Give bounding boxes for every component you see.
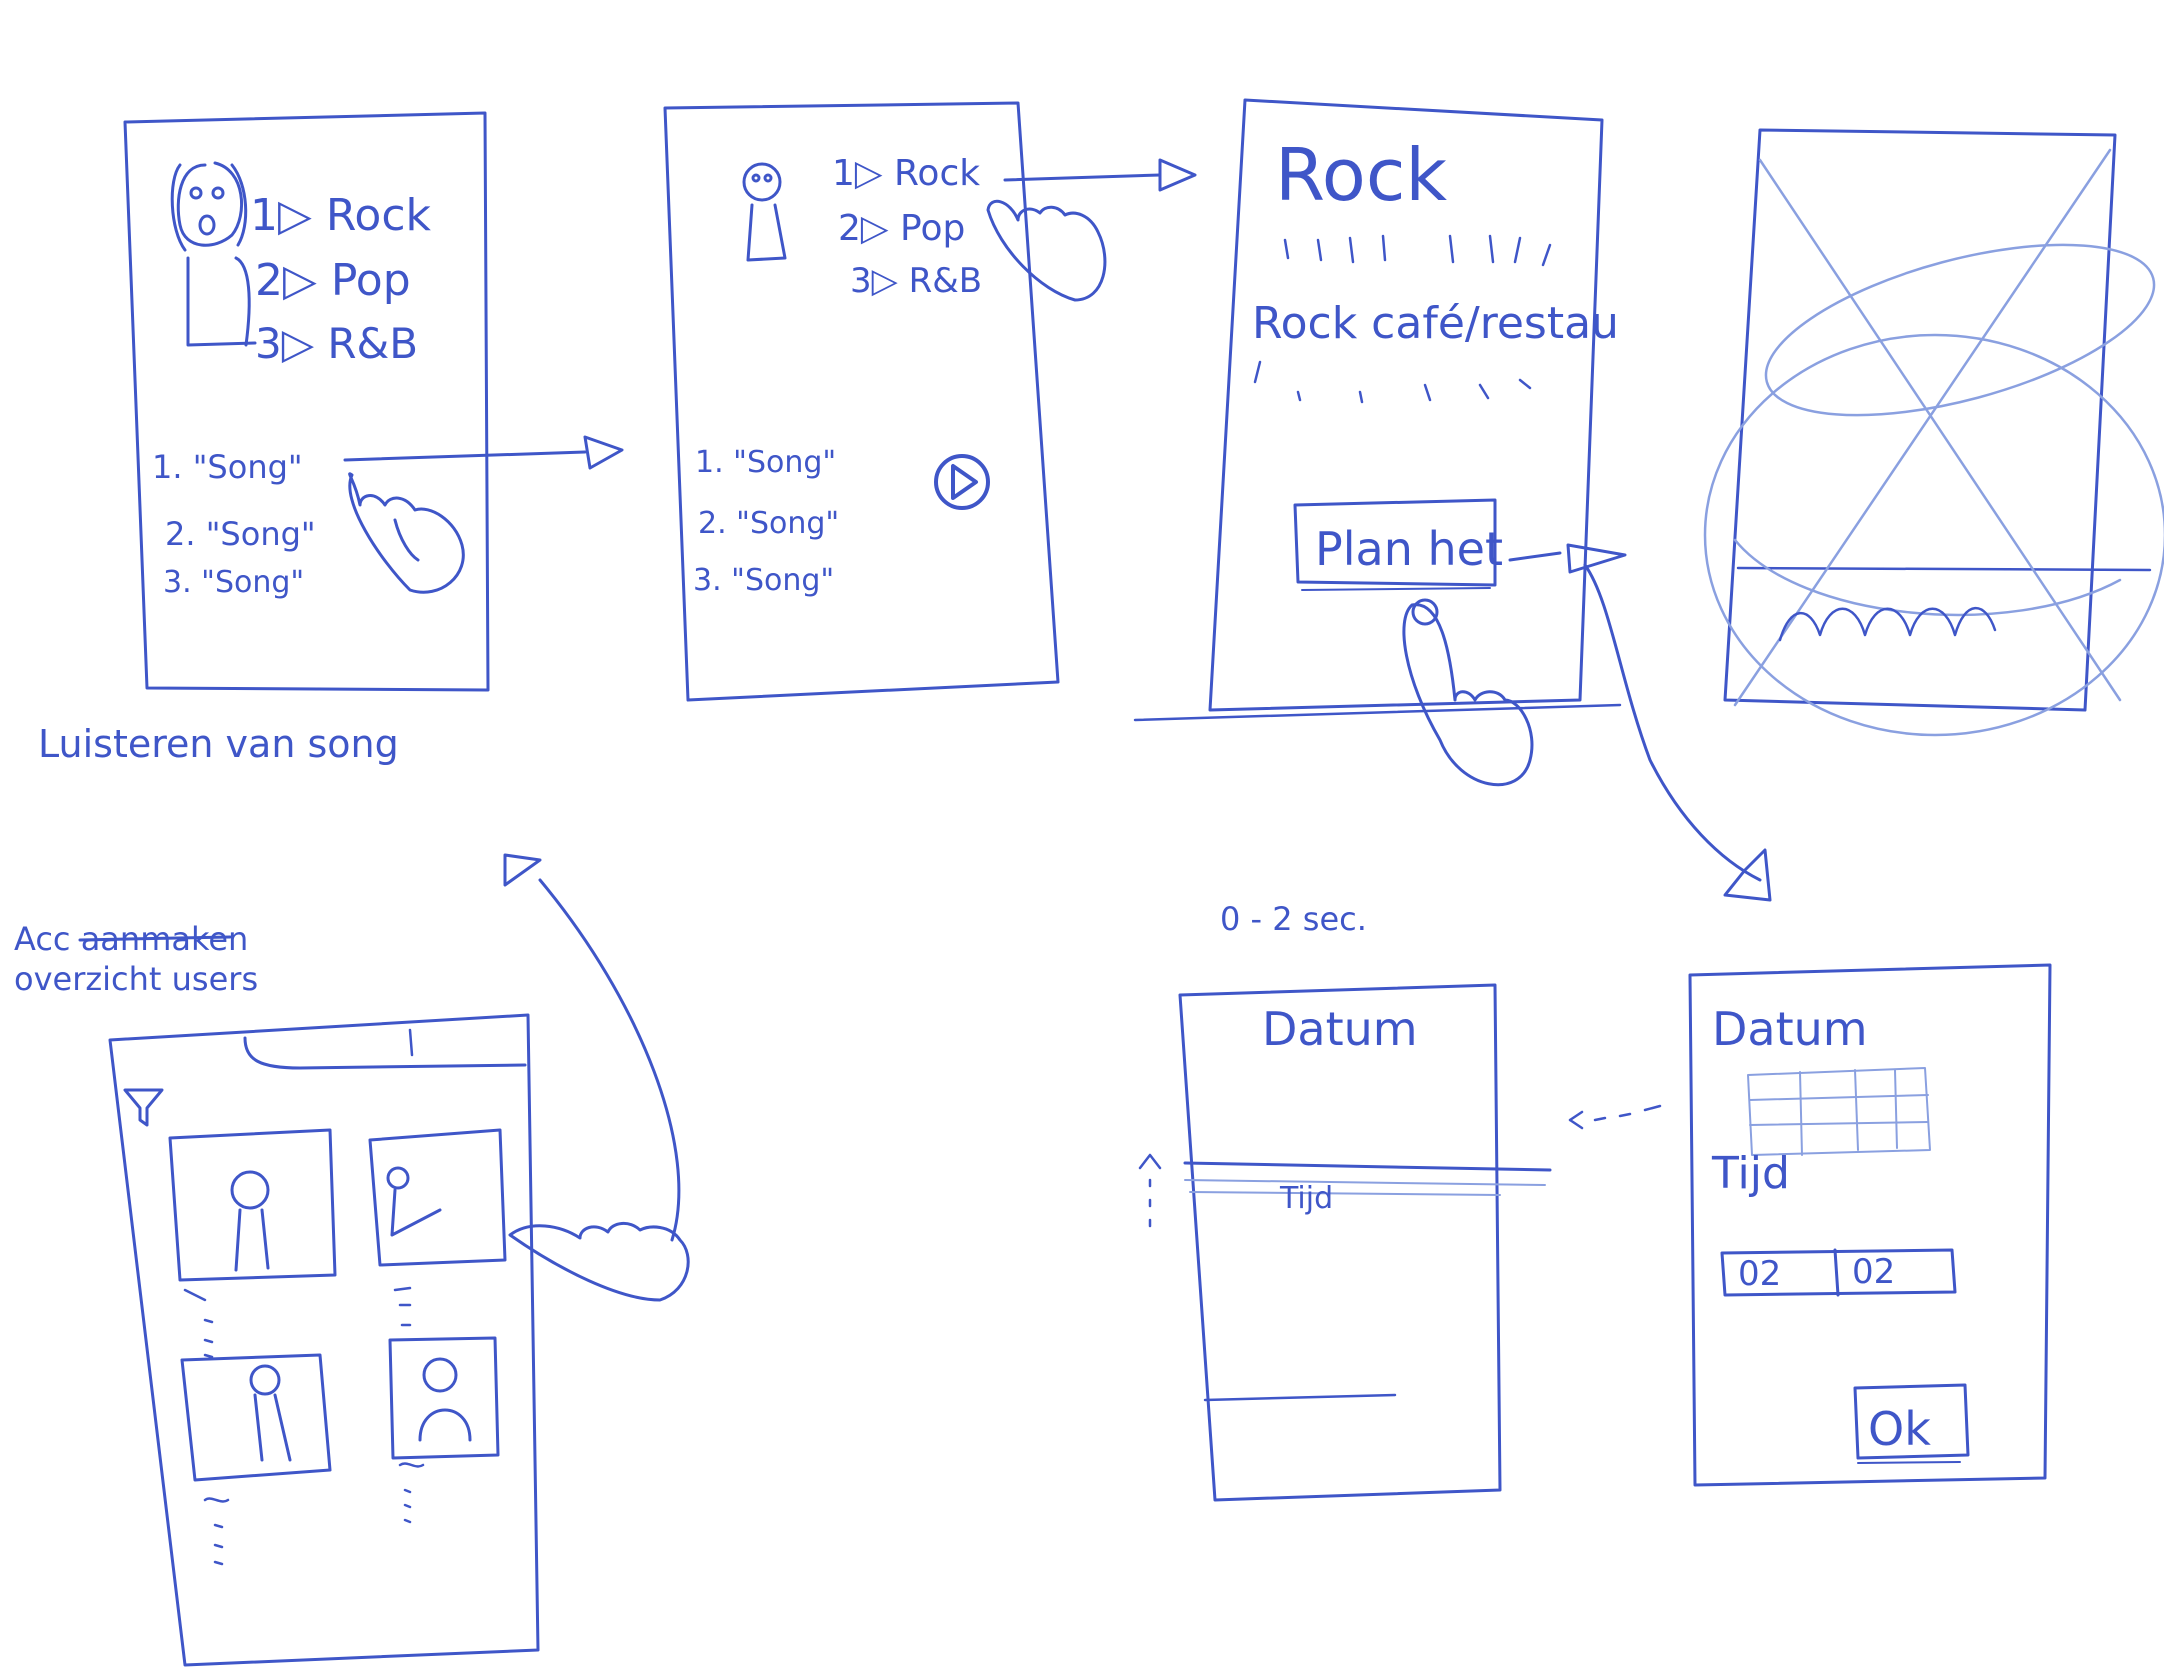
song-item-2[interactable]: 2. "Song" — [165, 515, 316, 553]
ok-button-label: Ok — [1868, 1402, 1931, 1456]
filter-icon[interactable] — [123, 1088, 164, 1127]
screen-1-frame — [123, 111, 490, 692]
genre-rnb-2[interactable]: 3▷ R&B — [850, 261, 982, 301]
genre-pop[interactable]: 2▷ Pop — [255, 255, 411, 306]
scroll-up-icon — [1138, 1153, 1162, 1228]
song-item-2-s2[interactable]: 2. "Song" — [698, 506, 839, 541]
avatar-icon — [170, 161, 257, 347]
plan-button[interactable]: Plan het — [1293, 498, 1503, 591]
screen-2-frame — [663, 101, 1060, 702]
user-card-3[interactable] — [180, 1353, 332, 1482]
time-input-group[interactable]: 02 02 — [1720, 1248, 1957, 1297]
decorative-ticks-bottom — [1253, 360, 1532, 404]
decorative-ticks-top — [1283, 234, 1552, 267]
user-card-4[interactable] — [388, 1336, 500, 1460]
acc-strike — [78, 935, 232, 942]
date-scroll-field: Tijd — [1279, 1181, 1333, 1216]
screen-2: 1▷ Rock 2▷ Pop 3▷ R&B 1. "Song" 2. "Song… — [663, 101, 1197, 702]
screen-date-scroll: Datum Tijd — [1138, 983, 1662, 1502]
plan-button-label: Plan het — [1315, 522, 1503, 576]
floor-line — [1133, 703, 1622, 722]
screen-users-frame — [108, 1013, 540, 1667]
song-item-3[interactable]: 3. "Song" — [163, 565, 304, 600]
song-item-1[interactable]: 1. "Song" — [152, 448, 303, 486]
user-card-2[interactable] — [368, 1128, 507, 1292]
screen-1: 1▷ Rock 2▷ Pop 3▷ R&B 1. "Song" 2. "Song… — [123, 111, 624, 692]
screen-3-frame — [1208, 98, 1604, 712]
avatar-small-icon — [742, 162, 787, 262]
song-item-3-s2[interactable]: 3. "Song" — [693, 563, 834, 598]
back-arrow-dashed — [1568, 1104, 1662, 1130]
screen-4-frame — [1723, 128, 2117, 712]
user-card-1[interactable] — [168, 1128, 337, 1302]
screen-3: Rock Rock café/restau Plan het — [1133, 98, 1772, 902]
screen-date-form: Datum Tijd 02 02 Ok — [1688, 963, 2052, 1487]
date-scroll-title: Datum — [1262, 1002, 1418, 1056]
screen-4-divider — [1736, 566, 2152, 572]
date-form-time-label: Tijd — [1711, 1148, 1790, 1199]
cross-out-marks — [1703, 148, 2164, 737]
tap-hand-icon-2 — [986, 199, 1107, 302]
tap-hand-icon-3 — [1402, 598, 1534, 787]
flow-arrow-2 — [1003, 158, 1197, 192]
flow-arrow-1 — [343, 435, 624, 470]
screen-3-title: Rock — [1275, 133, 1447, 217]
caption-listen: Luisteren van song — [38, 722, 399, 766]
date-form-title: Datum — [1712, 1002, 1868, 1056]
flow-arrow-4 — [503, 853, 681, 1242]
song-item-1-s2[interactable]: 1. "Song" — [695, 445, 836, 480]
overview-label: overzicht users — [14, 960, 258, 998]
genre-pop-2[interactable]: 2▷ Pop — [838, 208, 965, 249]
genre-rock[interactable]: 1▷ Rock — [250, 190, 432, 241]
screen-date-form-frame — [1688, 963, 2052, 1487]
time-scroll-picker[interactable]: Tijd — [1183, 1161, 1552, 1216]
acc-label-group: Acc aanmaken overzicht users — [14, 920, 258, 998]
ok-button[interactable]: Ok — [1853, 1383, 1970, 1464]
tab-bar[interactable] — [243, 1036, 527, 1070]
screen-date-scroll-frame — [1178, 983, 1502, 1502]
calendar-grid[interactable] — [1747, 1067, 1931, 1156]
play-circle-icon[interactable] — [934, 454, 990, 510]
genre-rock-2[interactable]: 1▷ Rock — [832, 153, 980, 194]
tap-hand-icon — [348, 472, 465, 594]
genre-rnb[interactable]: 3▷ R&B — [255, 319, 418, 368]
screen-3-subtitle: Rock café/restau — [1252, 298, 1619, 349]
flow-arrow-3 — [1508, 543, 1772, 902]
screen-4-crossed — [1703, 128, 2164, 737]
delay-label: 0 - 2 sec. — [1220, 900, 1367, 938]
decorative-bumps — [1778, 606, 1997, 642]
tap-hand-icon-4 — [508, 1222, 690, 1302]
card-captions — [203, 1303, 425, 1566]
screen-users — [108, 853, 690, 1667]
date-scroll-divider — [1203, 1393, 1397, 1402]
tab-divider — [408, 1028, 414, 1057]
hour-input[interactable]: 02 — [1738, 1254, 1781, 1294]
minute-input[interactable]: 02 — [1852, 1252, 1895, 1292]
